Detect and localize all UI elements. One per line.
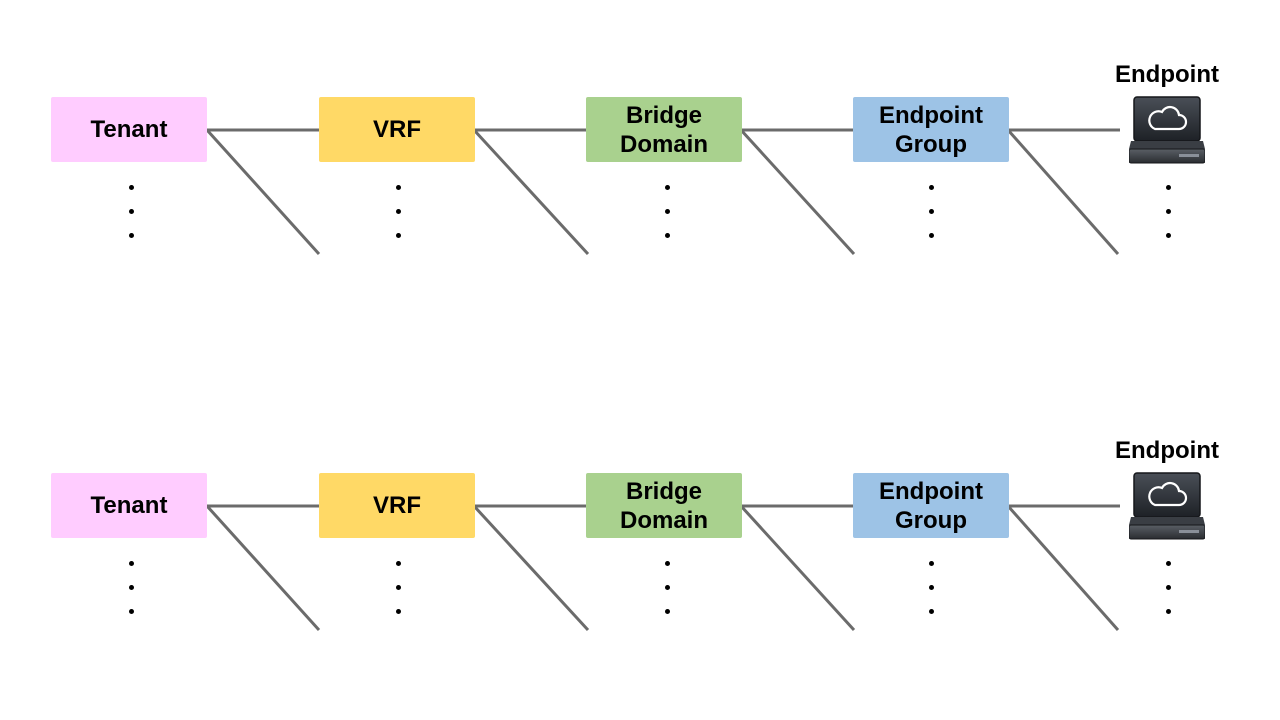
endpoint-label: Endpoint [1115, 61, 1219, 88]
vrf-label: VRF [373, 116, 421, 143]
tenant-box: Tenant [51, 473, 207, 538]
connector-bd-diagonal [739, 128, 856, 256]
endpoint-server-cloud-icon [1129, 96, 1205, 164]
connector-tenant-diagonal [205, 128, 321, 256]
bridge-domain-box: Bridge Domain [586, 473, 742, 538]
continuation-dots [663, 185, 673, 245]
endpoint-server-cloud-icon [1129, 472, 1205, 540]
vrf-label: VRF [373, 492, 421, 519]
bridge-domain-label: Bridge Domain [619, 101, 708, 158]
continuation-dots [394, 185, 404, 245]
tenant-label: Tenant [90, 492, 168, 519]
continuation-dots [127, 185, 137, 245]
tenant-label: Tenant [90, 116, 168, 143]
continuation-dots [1164, 185, 1174, 245]
connector-bd-diagonal [739, 504, 856, 632]
vrf-box: VRF [319, 473, 475, 538]
continuation-dots [663, 561, 673, 621]
continuation-dots [927, 561, 937, 621]
vrf-box: VRF [319, 97, 475, 162]
continuation-dots [1164, 561, 1174, 621]
continuation-dots [127, 561, 137, 621]
endpoint-group-box: Endpoint Group [853, 97, 1009, 162]
connector-epg-diagonal [1006, 505, 1120, 631]
tenant-box: Tenant [51, 97, 207, 162]
bridge-domain-label: Bridge Domain [619, 477, 708, 534]
connector-epg-diagonal [1006, 129, 1120, 255]
connector-tenant-diagonal [205, 504, 321, 632]
continuation-dots [394, 561, 404, 621]
continuation-dots [927, 185, 937, 245]
endpoint-group-box: Endpoint Group [853, 473, 1009, 538]
bridge-domain-box: Bridge Domain [586, 97, 742, 162]
connector-vrf-diagonal [472, 128, 590, 256]
connector-vrf-diagonal [472, 504, 590, 632]
endpoint-label: Endpoint [1115, 437, 1219, 464]
endpoint-group-label: Endpoint Group [879, 477, 983, 534]
endpoint-group-label: Endpoint Group [879, 101, 983, 158]
